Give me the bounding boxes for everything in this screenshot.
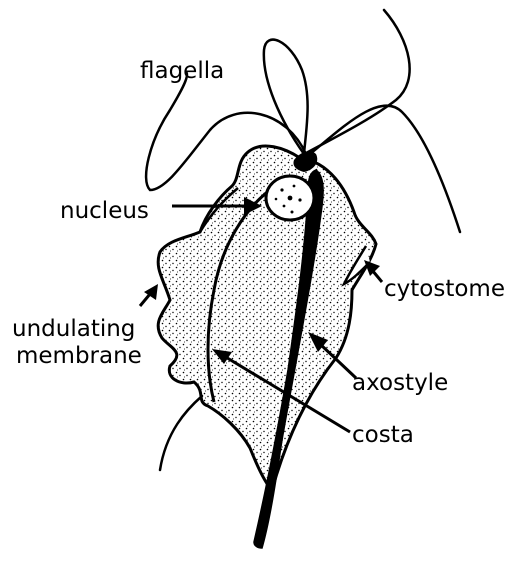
label-cytostome: cytostome	[384, 276, 505, 302]
label-undulating: undulating	[12, 316, 135, 342]
label-axostyle: axostyle	[352, 370, 448, 396]
label-nucleus: nucleus	[60, 198, 149, 224]
undulating-leader	[140, 294, 150, 306]
label-flagella: flagella	[140, 58, 224, 84]
label-costa: costa	[352, 422, 414, 448]
label-membrane: membrane	[16, 343, 142, 369]
nucleus	[266, 176, 314, 220]
